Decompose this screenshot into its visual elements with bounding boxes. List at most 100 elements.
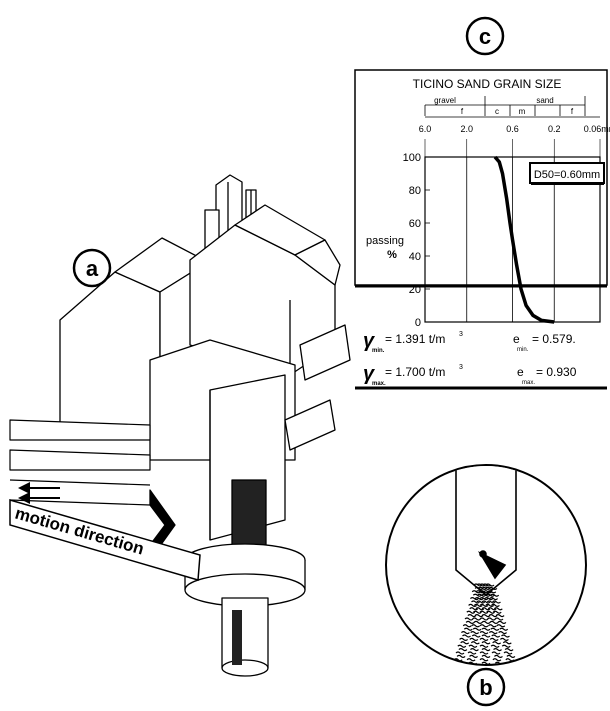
sand-particle — [481, 634, 491, 638]
sand-particle — [496, 669, 504, 671]
grading-curve — [493, 155, 555, 324]
sand-particle — [467, 614, 477, 618]
sand-particle — [486, 610, 496, 614]
sand-particle — [468, 669, 476, 671]
sand-particle — [466, 658, 476, 662]
sand-particle — [488, 631, 498, 635]
sand-particle — [497, 620, 507, 624]
sand-particle — [499, 637, 509, 641]
svg-text:a: a — [86, 256, 99, 281]
sand-particle — [487, 617, 496, 621]
sand-particle — [499, 627, 509, 631]
sand-particle — [485, 603, 495, 607]
gamma-min-subscript: min. — [372, 348, 385, 354]
sand-particle — [487, 624, 497, 628]
sand-particle — [474, 597, 484, 601]
sand-particle — [477, 593, 487, 597]
sand-particle — [453, 658, 463, 662]
sand-particle — [492, 658, 502, 662]
gamma-max-value: = 1.700 t/m — [385, 365, 445, 379]
x-tick-label: 6.0 — [419, 124, 432, 134]
machine-drawing — [9, 174, 351, 677]
sand-particle — [503, 651, 513, 655]
e-max-symbol: e — [517, 365, 524, 379]
sand-particle — [489, 637, 499, 641]
sand-particle — [492, 641, 502, 645]
y-axis-label-2: % — [387, 249, 397, 261]
sand-particle — [511, 669, 519, 671]
sand-particle — [481, 607, 491, 611]
sand-particle — [492, 600, 501, 604]
sand-particle — [489, 620, 499, 624]
gamma-min-row: γ min. = 1.391 t/m 3 — [363, 330, 463, 354]
sand-particle — [479, 631, 489, 635]
sand-particle — [459, 637, 469, 641]
sand-particle — [452, 676, 460, 678]
sand-particle — [482, 583, 492, 587]
chart-title: TICINO SAND GRAIN SIZE — [413, 77, 562, 91]
sand-particle — [471, 624, 481, 628]
sand-particle — [488, 586, 498, 590]
sand-particle — [451, 672, 459, 674]
marker-c: c — [465, 16, 505, 56]
sand-particle — [485, 583, 495, 587]
gamma-max-symbol: γ — [363, 363, 376, 385]
sand-particle — [494, 666, 502, 668]
sand-particle — [495, 614, 505, 618]
sand-particle — [468, 644, 478, 648]
sand-particle — [481, 648, 491, 652]
x-ticks: 6.02.00.60.20.06mm — [419, 124, 610, 157]
sand-particle — [501, 634, 510, 638]
sand-particle — [490, 603, 500, 607]
sand-particle — [490, 593, 500, 597]
sand-particle — [481, 654, 491, 658]
sand-particle — [466, 666, 474, 668]
sand-particle — [471, 634, 481, 638]
sand-particle — [491, 651, 501, 655]
e-min-value: = 0.579. — [532, 332, 576, 346]
sand-particle — [487, 607, 497, 611]
sand-particle — [460, 631, 470, 635]
sand-particle — [479, 637, 489, 641]
sand-particle — [456, 654, 466, 658]
sand-particle — [484, 597, 494, 601]
sand-particle — [509, 672, 517, 674]
gamma-min-symbol: γ — [363, 330, 376, 352]
gamma-max-subscript: max. — [372, 381, 386, 387]
sand-particle — [496, 624, 506, 628]
svg-text:b: b — [479, 675, 492, 700]
sand-particle — [490, 627, 500, 631]
sand-particle — [493, 648, 502, 652]
y-tick-label: 80 — [409, 185, 421, 197]
gamma-min-value: = 1.391 t/m — [385, 332, 445, 346]
sand-particle — [488, 614, 498, 618]
class-sand: sand — [536, 96, 553, 105]
sand-particle — [485, 593, 495, 597]
x-tick-label: 0.2 — [548, 124, 561, 134]
sand-particle — [490, 644, 500, 648]
e-min-subscript: min. — [517, 347, 529, 353]
nozzle-detail — [385, 464, 587, 678]
sand-particle — [481, 620, 491, 624]
sand-particle — [481, 614, 491, 618]
marker-b: b — [466, 667, 506, 707]
sand-particle — [469, 597, 479, 601]
sand-particle — [481, 600, 491, 604]
sand-particle — [504, 648, 514, 652]
marker-a: a — [72, 248, 112, 288]
sand-particle — [498, 631, 508, 635]
sand-particle — [481, 593, 491, 597]
e-max-row: e max. = 0.930 — [517, 365, 577, 386]
e-min-symbol: e — [513, 332, 520, 346]
chart-grid — [424, 156, 601, 323]
x-tick-label: 2.0 — [460, 124, 473, 134]
sand-particle — [463, 627, 473, 631]
sand-particle — [458, 648, 468, 652]
sand-particle — [486, 600, 496, 604]
sub-f1: f — [461, 107, 464, 116]
sand-particle — [479, 644, 489, 648]
grain-size-panel: TICINO SAND GRAIN SIZE gravel sand f c m… — [354, 69, 610, 390]
y-axis-label-1: passing — [366, 235, 404, 247]
sand-particle — [473, 603, 483, 607]
